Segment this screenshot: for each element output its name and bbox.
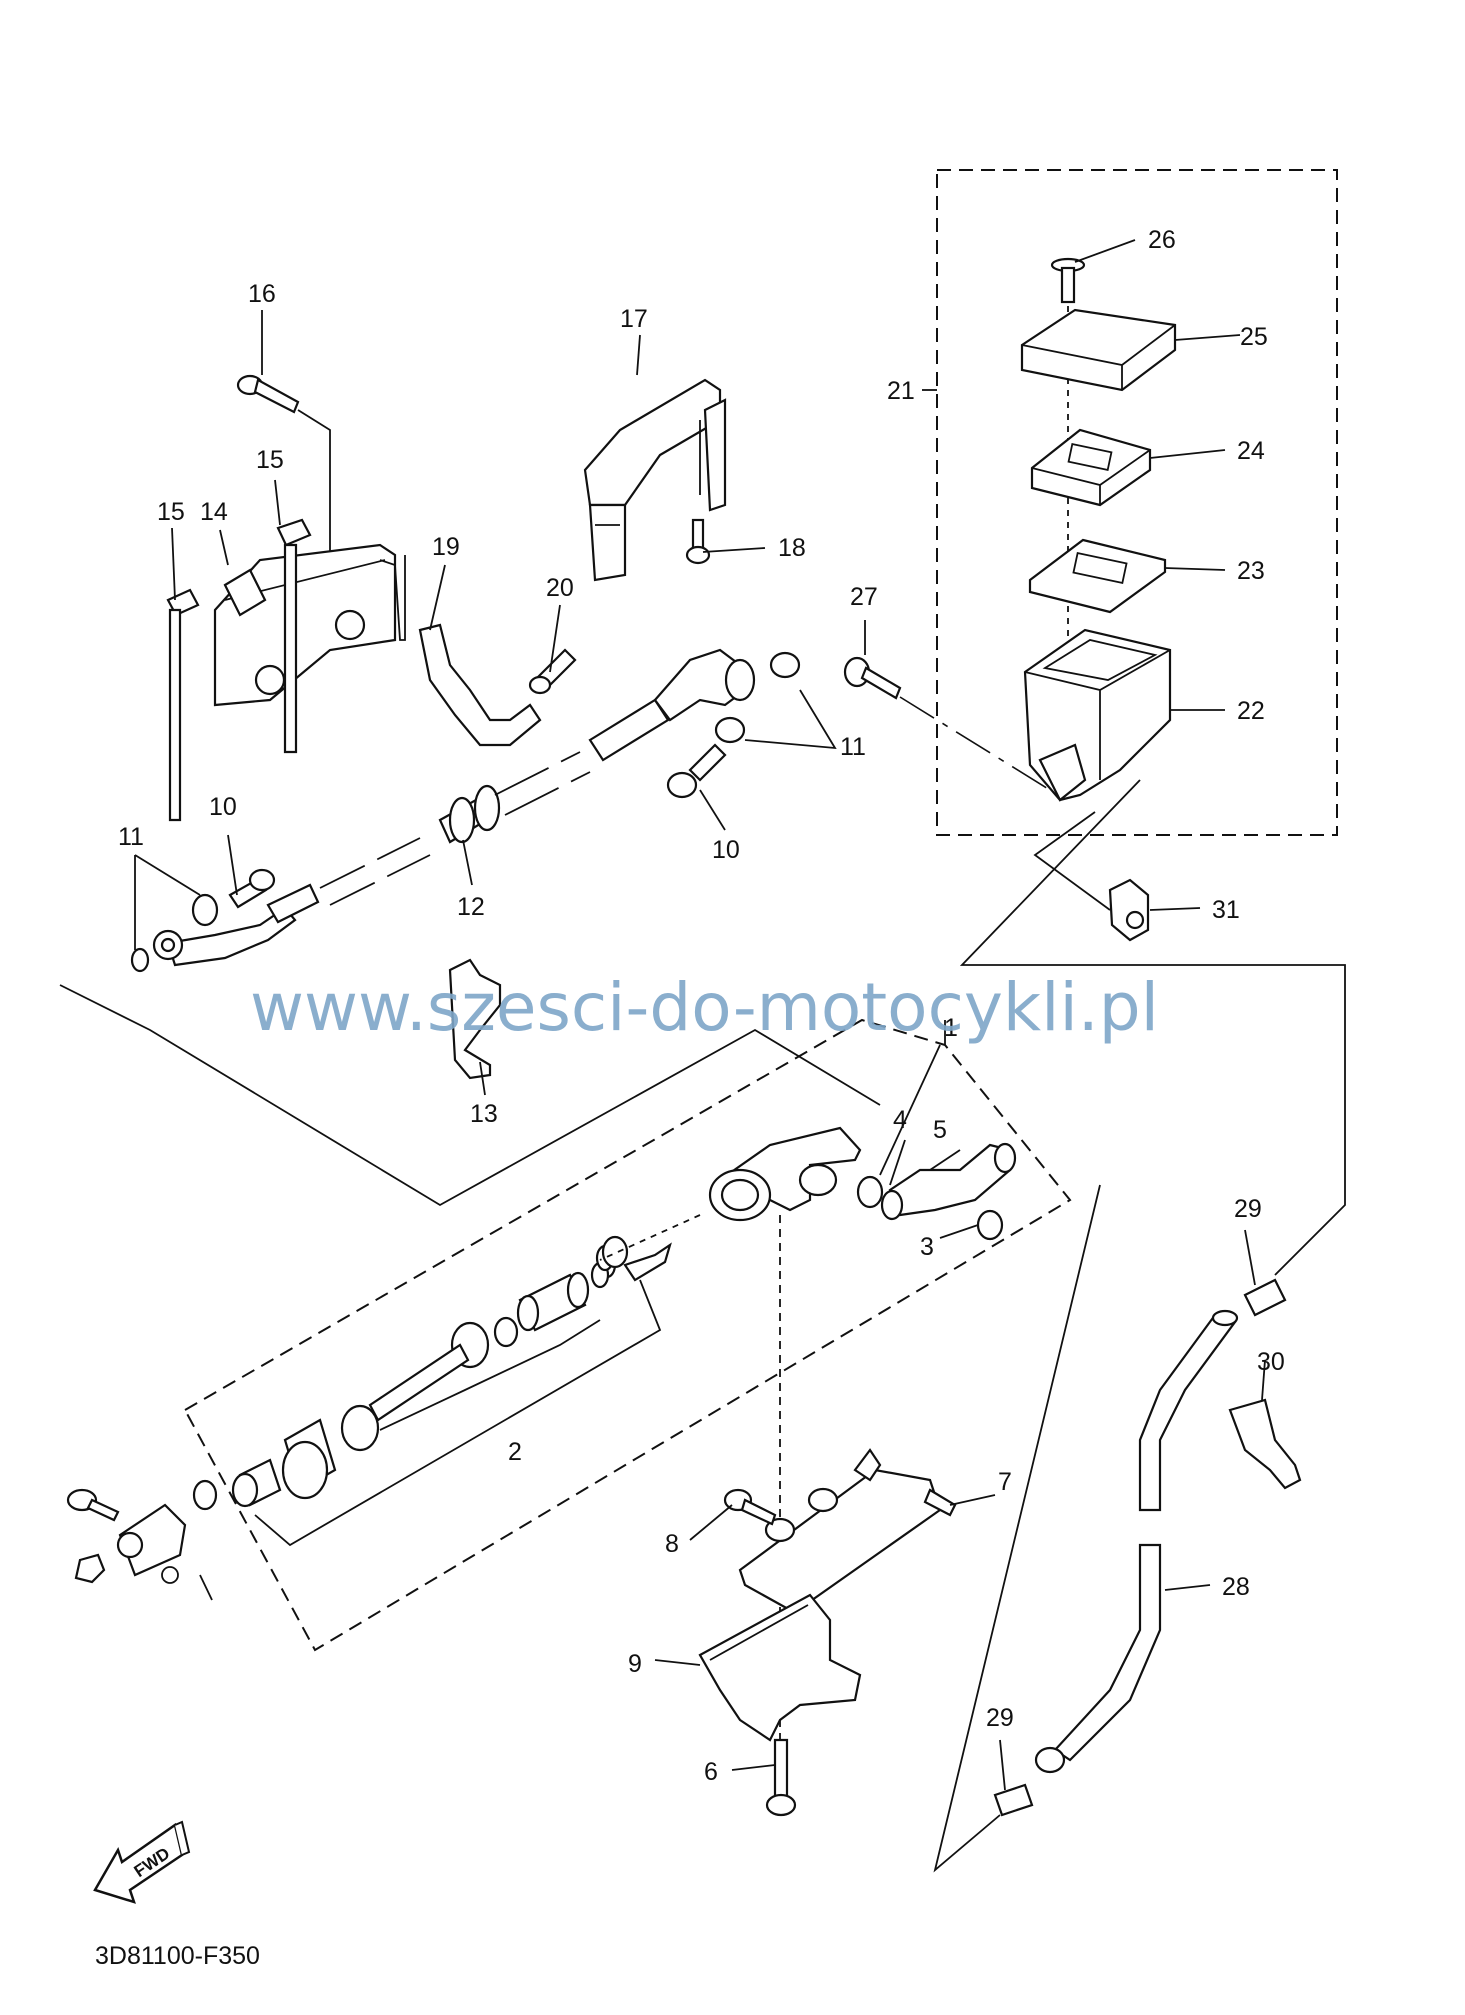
callout-2: 2 xyxy=(508,1438,522,1466)
callout-3: 3 xyxy=(920,1233,934,1261)
diagram-code: 3D81100-F350 xyxy=(95,1942,260,1970)
guard-9 xyxy=(698,1593,862,1742)
forward-arrow-icon: FWD xyxy=(93,1820,191,1904)
master-cylinder-group-box xyxy=(183,1018,1072,1652)
reservoir-hose-28 xyxy=(1034,1309,1239,1774)
callout-15-right: 15 xyxy=(256,446,284,474)
callout-5: 5 xyxy=(933,1116,947,1144)
bracket-19 xyxy=(418,623,542,747)
hose-leader-line xyxy=(59,984,881,1207)
callout-1: 1 xyxy=(944,1014,958,1042)
screw-27-axis xyxy=(899,696,1051,791)
banjo-bolt-10-left xyxy=(228,868,276,909)
callout-25: 25 xyxy=(1240,323,1268,351)
screw-26 xyxy=(1050,257,1086,304)
bracket-17 xyxy=(583,378,727,582)
clip-31-leader-a xyxy=(1033,811,1111,911)
callout-20: 20 xyxy=(546,574,574,602)
bolt-20 xyxy=(528,648,577,695)
callout-7: 7 xyxy=(998,1468,1012,1496)
hose-joint-5 xyxy=(880,1142,1017,1221)
callout-10-left: 10 xyxy=(209,793,237,821)
callout-16: 16 xyxy=(248,280,276,308)
callout-9: 9 xyxy=(628,1650,642,1678)
bolt-6 xyxy=(765,1738,797,1817)
leader-11b xyxy=(744,689,837,750)
callout-26: 26 xyxy=(1148,226,1176,254)
hose-28-route-bottom xyxy=(933,1184,1101,1873)
callout-6: 6 xyxy=(704,1758,718,1786)
o-ring-4 xyxy=(856,1175,884,1209)
diaphragm-23 xyxy=(1028,538,1167,614)
clevis-assembly xyxy=(66,1479,218,1601)
callout-10-right: 10 xyxy=(712,836,740,864)
washer-11-left xyxy=(130,893,219,973)
callout-18: 18 xyxy=(778,534,806,562)
diaphragm-plate-24 xyxy=(1030,428,1152,507)
callout-29-bottom: 29 xyxy=(986,1704,1014,1732)
clip-31 xyxy=(1108,878,1150,942)
reservoir-group-box xyxy=(936,169,1338,836)
hose-clamp-13 xyxy=(448,958,502,1080)
washer-11-right xyxy=(714,651,801,744)
callout-23: 23 xyxy=(1237,557,1265,585)
bracket-14-tab xyxy=(379,555,406,641)
reservoir-cap-25 xyxy=(1020,308,1177,392)
cable-tie-15-left xyxy=(166,588,200,822)
kit-leader-lower xyxy=(254,1279,662,1547)
callout-31: 31 xyxy=(1212,896,1240,924)
callout-17: 17 xyxy=(620,305,648,333)
banjo-bolt-10-right xyxy=(666,743,727,799)
callout-12: 12 xyxy=(457,893,485,921)
kit-leader-upper xyxy=(379,1319,601,1431)
hose-28-route-top xyxy=(959,779,1346,1276)
callout-30: 30 xyxy=(1257,1348,1285,1376)
callout-27: 27 xyxy=(850,583,878,611)
mount-bracket-7 xyxy=(738,1448,957,1612)
callout-leaders xyxy=(171,239,1266,1791)
brake-hose-12 xyxy=(152,648,756,967)
callout-21: 21 xyxy=(887,377,915,405)
callout-24: 24 xyxy=(1237,437,1265,465)
callout-4: 4 xyxy=(893,1106,907,1134)
bolt-18 xyxy=(685,518,711,565)
bolt-16 xyxy=(236,374,300,414)
bolt-16-leader xyxy=(297,409,331,610)
callout-8: 8 xyxy=(665,1530,679,1558)
piston-kit-2 xyxy=(231,1235,672,1508)
callout-11-right: 11 xyxy=(840,733,866,761)
circlip-3 xyxy=(976,1209,1004,1241)
callout-11-left: 11 xyxy=(118,823,144,851)
reservoir-body-22 xyxy=(1023,628,1172,802)
callout-28: 28 xyxy=(1222,1573,1250,1601)
callout-15-left: 15 xyxy=(157,498,185,526)
cable-tie-15-right xyxy=(276,518,312,754)
callout-19: 19 xyxy=(432,533,460,561)
watermark: www.szesci-do-motocykli.pl xyxy=(250,969,1159,1046)
callout-22: 22 xyxy=(1237,697,1265,725)
hose-clamp-29-top xyxy=(1243,1278,1287,1317)
bracket-14 xyxy=(213,543,397,707)
master-cylinder-body-1 xyxy=(708,1126,862,1222)
screw-27 xyxy=(843,656,902,700)
hose-clamp-29-bottom xyxy=(993,1783,1034,1817)
leader-11a-2 xyxy=(134,854,201,896)
bolt-8 xyxy=(723,1488,777,1526)
hose-clip-30 xyxy=(1228,1398,1302,1490)
callout-29-top: 29 xyxy=(1234,1195,1262,1223)
callout-14: 14 xyxy=(200,498,228,526)
callout-13: 13 xyxy=(470,1100,498,1128)
